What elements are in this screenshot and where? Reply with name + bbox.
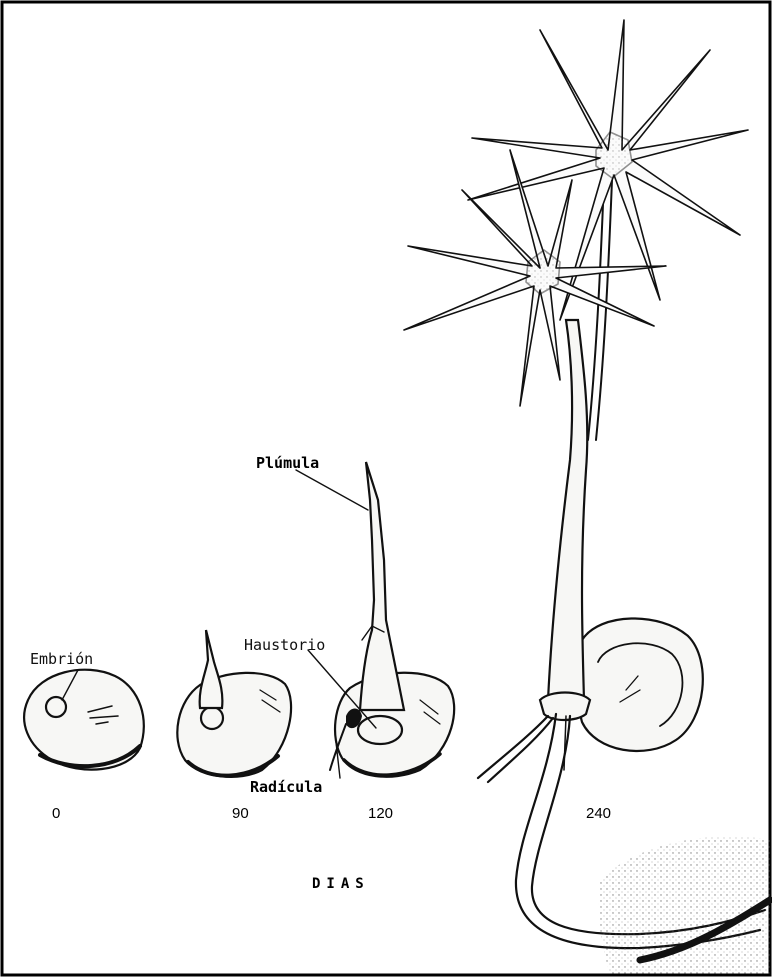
stipple-patch [598, 836, 770, 975]
day-label-0: 0 [52, 805, 60, 822]
seedling-stage-240 [404, 20, 770, 975]
seed-stage-0 [24, 670, 144, 770]
plumula-leader [296, 470, 368, 510]
day-label-90: 90 [232, 805, 249, 822]
label-embrion: Embrión [30, 650, 93, 668]
day-label-120: 120 [368, 805, 393, 822]
day-label-240: 240 [586, 805, 611, 822]
label-haustorio: Haustorio [244, 636, 325, 654]
label-radicula: Radícula [250, 778, 322, 796]
label-plumula: Plúmula [256, 454, 319, 472]
seed-stage-120 [330, 462, 454, 777]
axis-title-dias: DIAS [312, 876, 370, 892]
